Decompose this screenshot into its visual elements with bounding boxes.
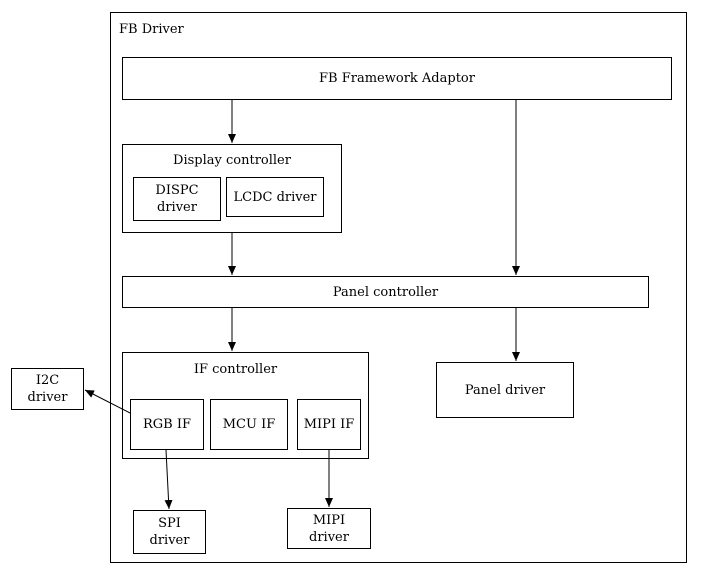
dispc-driver-box: DISPC driver	[133, 177, 221, 221]
fb-driver-title: FB Driver	[119, 22, 184, 37]
panel-controller-box: Panel controller	[122, 276, 649, 308]
mipi-driver-box: MIPI driver	[287, 508, 371, 549]
mipi-if-label: MIPI IF	[303, 417, 355, 432]
if-controller-title: IF controller	[193, 362, 278, 377]
i2c-driver-label: I2C driver	[27, 373, 68, 405]
rgb-if-label: RGB IF	[142, 417, 191, 432]
dispc-driver-label: DISPC driver	[155, 183, 199, 215]
panel-controller-label: Panel controller	[332, 284, 439, 300]
fb-framework-adaptor-box: FB Framework Adaptor	[122, 57, 672, 100]
spi-driver-label: SPI driver	[149, 516, 190, 548]
display-controller-title: Display controller	[173, 153, 291, 168]
mcu-if-label: MCU IF	[222, 417, 276, 432]
panel-driver-box: Panel driver	[436, 362, 574, 418]
fb-framework-adaptor-label: FB Framework Adaptor	[319, 71, 475, 86]
spi-driver-box: SPI driver	[133, 510, 206, 554]
lcdc-driver-label: LCDC driver	[233, 189, 317, 205]
mipi-if-box: MIPI IF	[297, 399, 361, 450]
i2c-driver-box: I2C driver	[11, 368, 84, 410]
lcdc-driver-box: LCDC driver	[226, 177, 324, 217]
rgb-if-box: RGB IF	[130, 399, 204, 450]
mcu-if-box: MCU IF	[210, 399, 288, 450]
panel-driver-label: Panel driver	[464, 382, 546, 398]
mipi-driver-label: MIPI driver	[309, 512, 349, 545]
